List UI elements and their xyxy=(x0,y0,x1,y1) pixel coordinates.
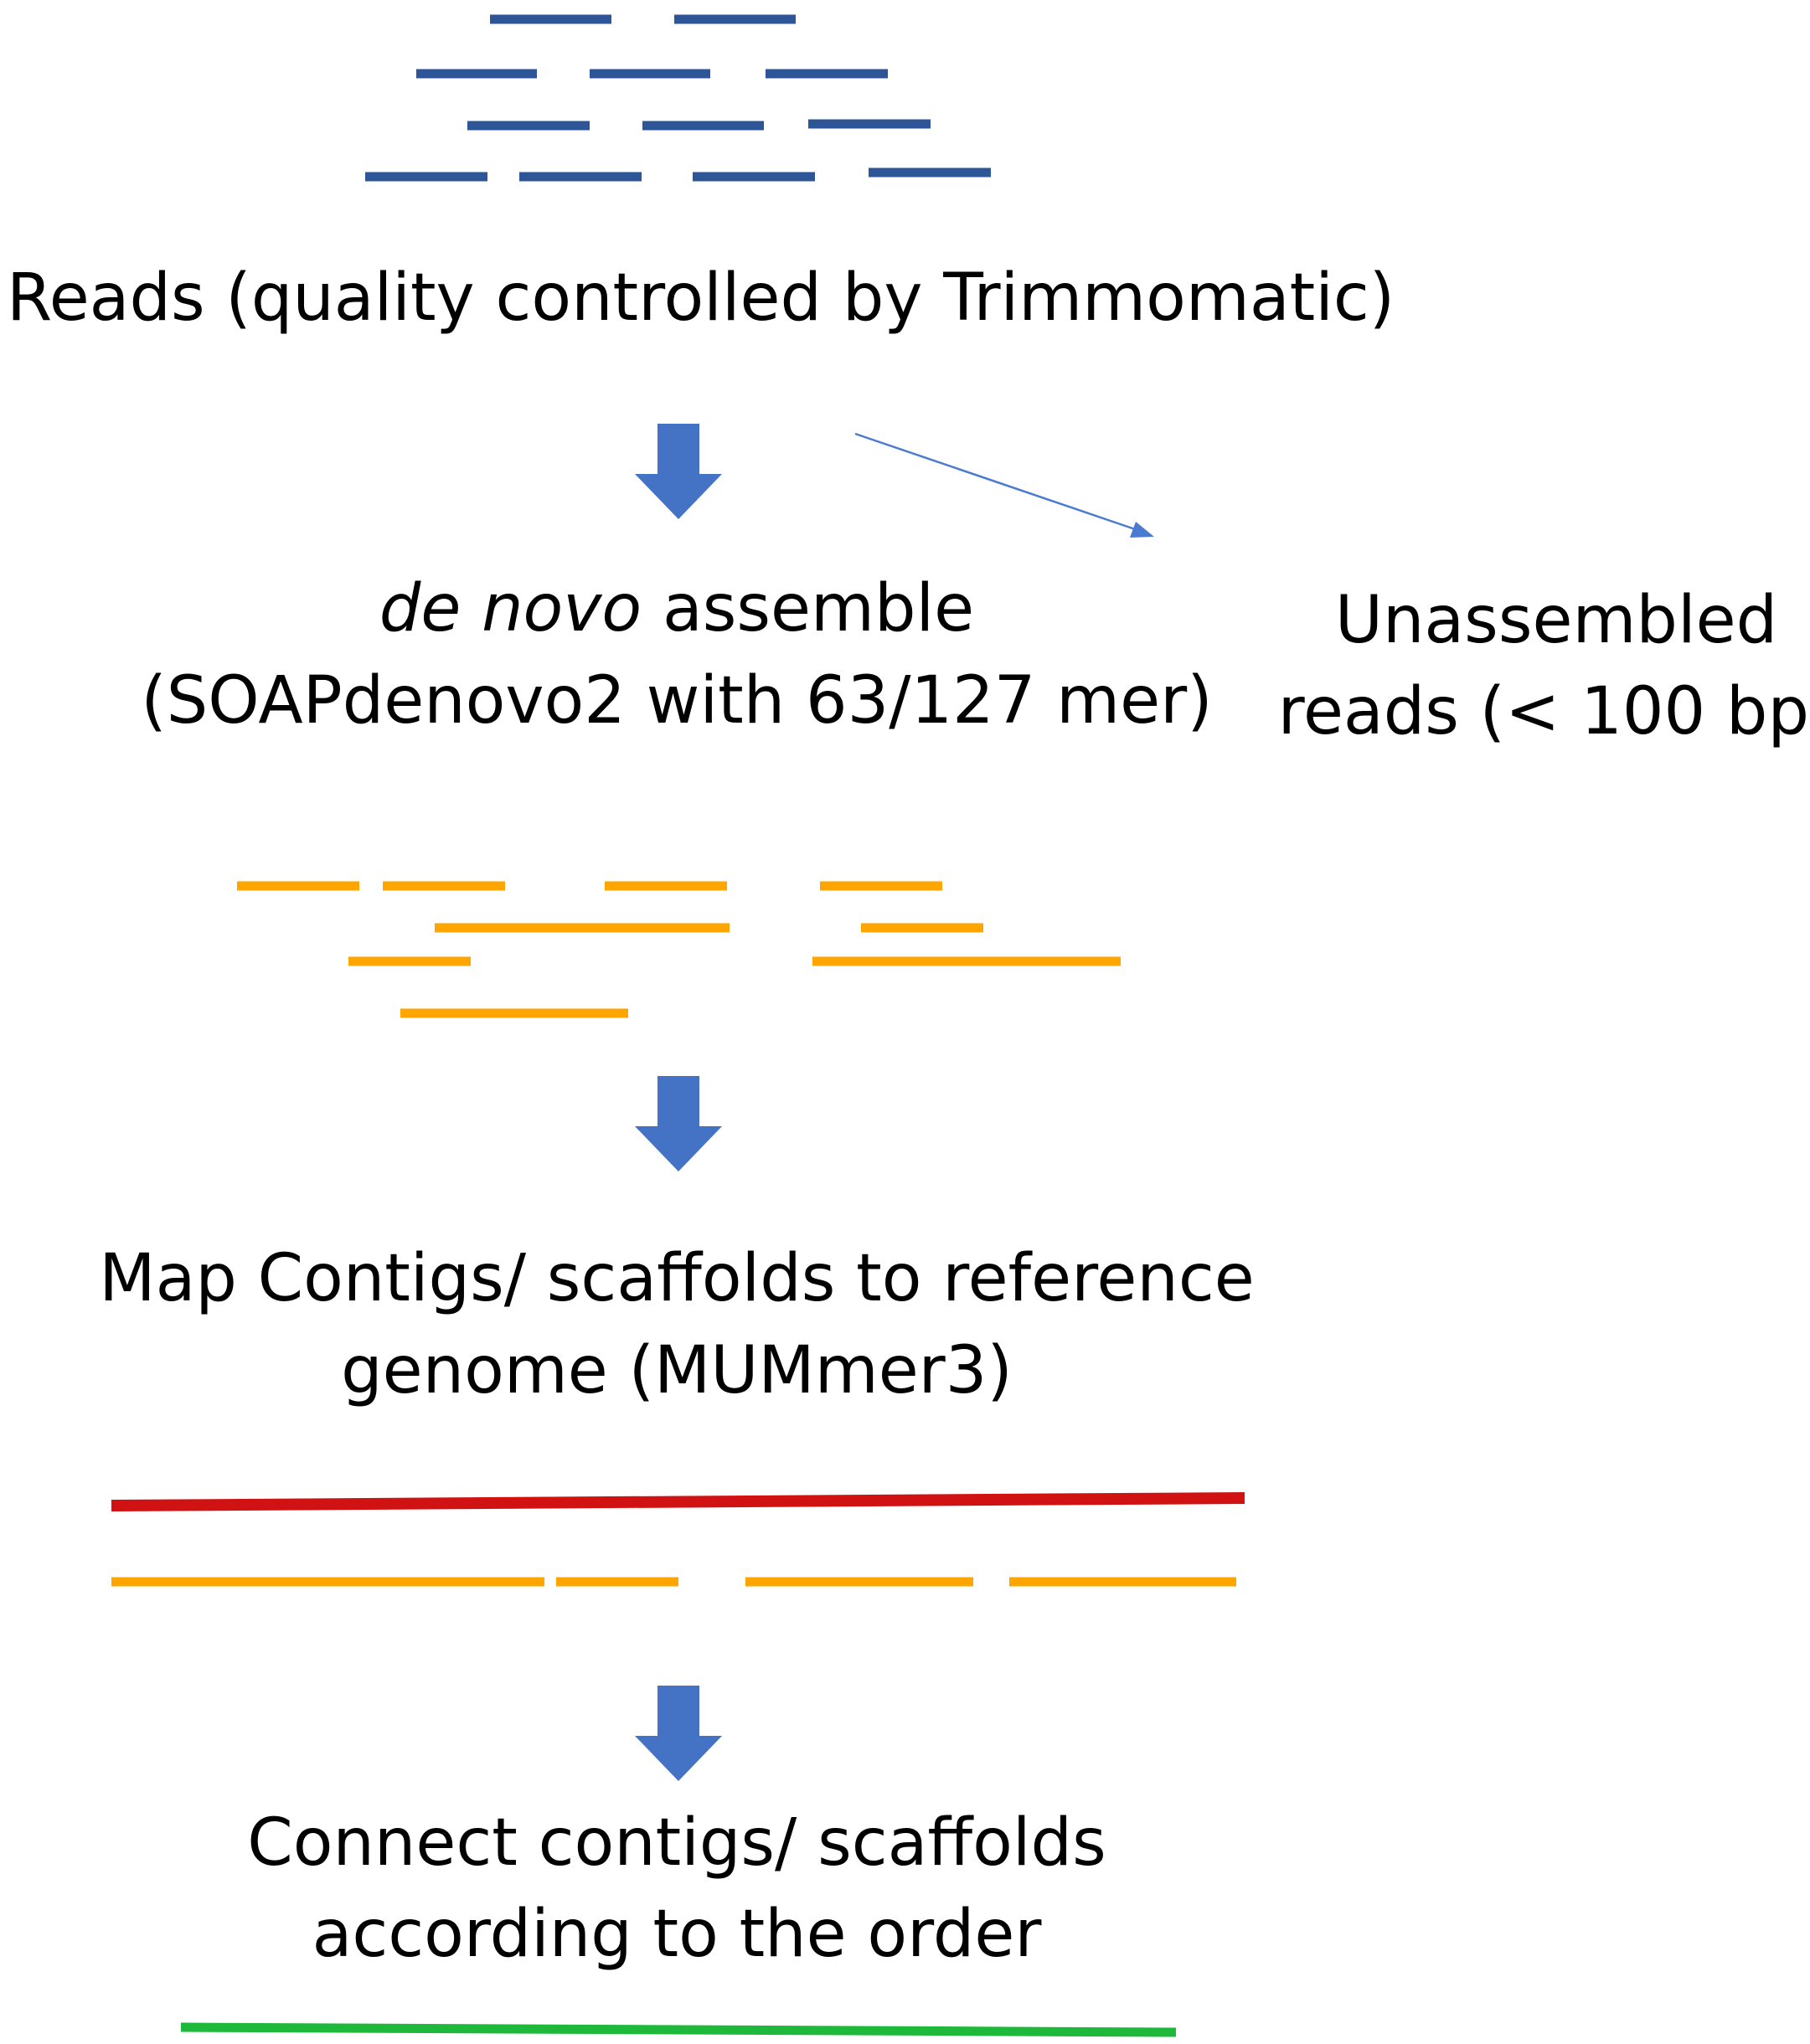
down-arrow-icon xyxy=(635,1076,722,1171)
assemble-tool-label: (SOAPdenovo2 with 63/127 mer) xyxy=(141,663,1212,739)
final-scaffold-line xyxy=(180,2022,1177,2037)
reads-group xyxy=(365,14,991,182)
thin-arrow-head-icon xyxy=(1130,522,1154,538)
reference-genome-line xyxy=(111,1492,1245,1511)
unassembled-length-label: reads (< 100 bp) xyxy=(1278,674,1810,749)
thin-arrow-line xyxy=(854,432,1138,532)
down-arrow-icon xyxy=(635,424,722,519)
contigs-group xyxy=(237,881,1121,1018)
connect-label: Connect contigs/ scaffolds xyxy=(247,1805,1106,1881)
unassembled-label: Unassembled xyxy=(1335,583,1777,658)
assemble-label: de novo assemble xyxy=(379,571,974,646)
assemble-italic: de novo xyxy=(379,571,642,646)
map-tool-label: genome (MUMmer3) xyxy=(341,1333,1013,1408)
assemble-rest: assemble xyxy=(642,571,974,646)
down-arrow-icon xyxy=(635,1686,722,1781)
connect-order-label: according to the order xyxy=(312,1897,1043,1972)
map-label: Map Contigs/ scaffolds to reference xyxy=(99,1241,1254,1316)
reads-label: Reads (quality controlled by Trimmomatic… xyxy=(7,260,1395,336)
